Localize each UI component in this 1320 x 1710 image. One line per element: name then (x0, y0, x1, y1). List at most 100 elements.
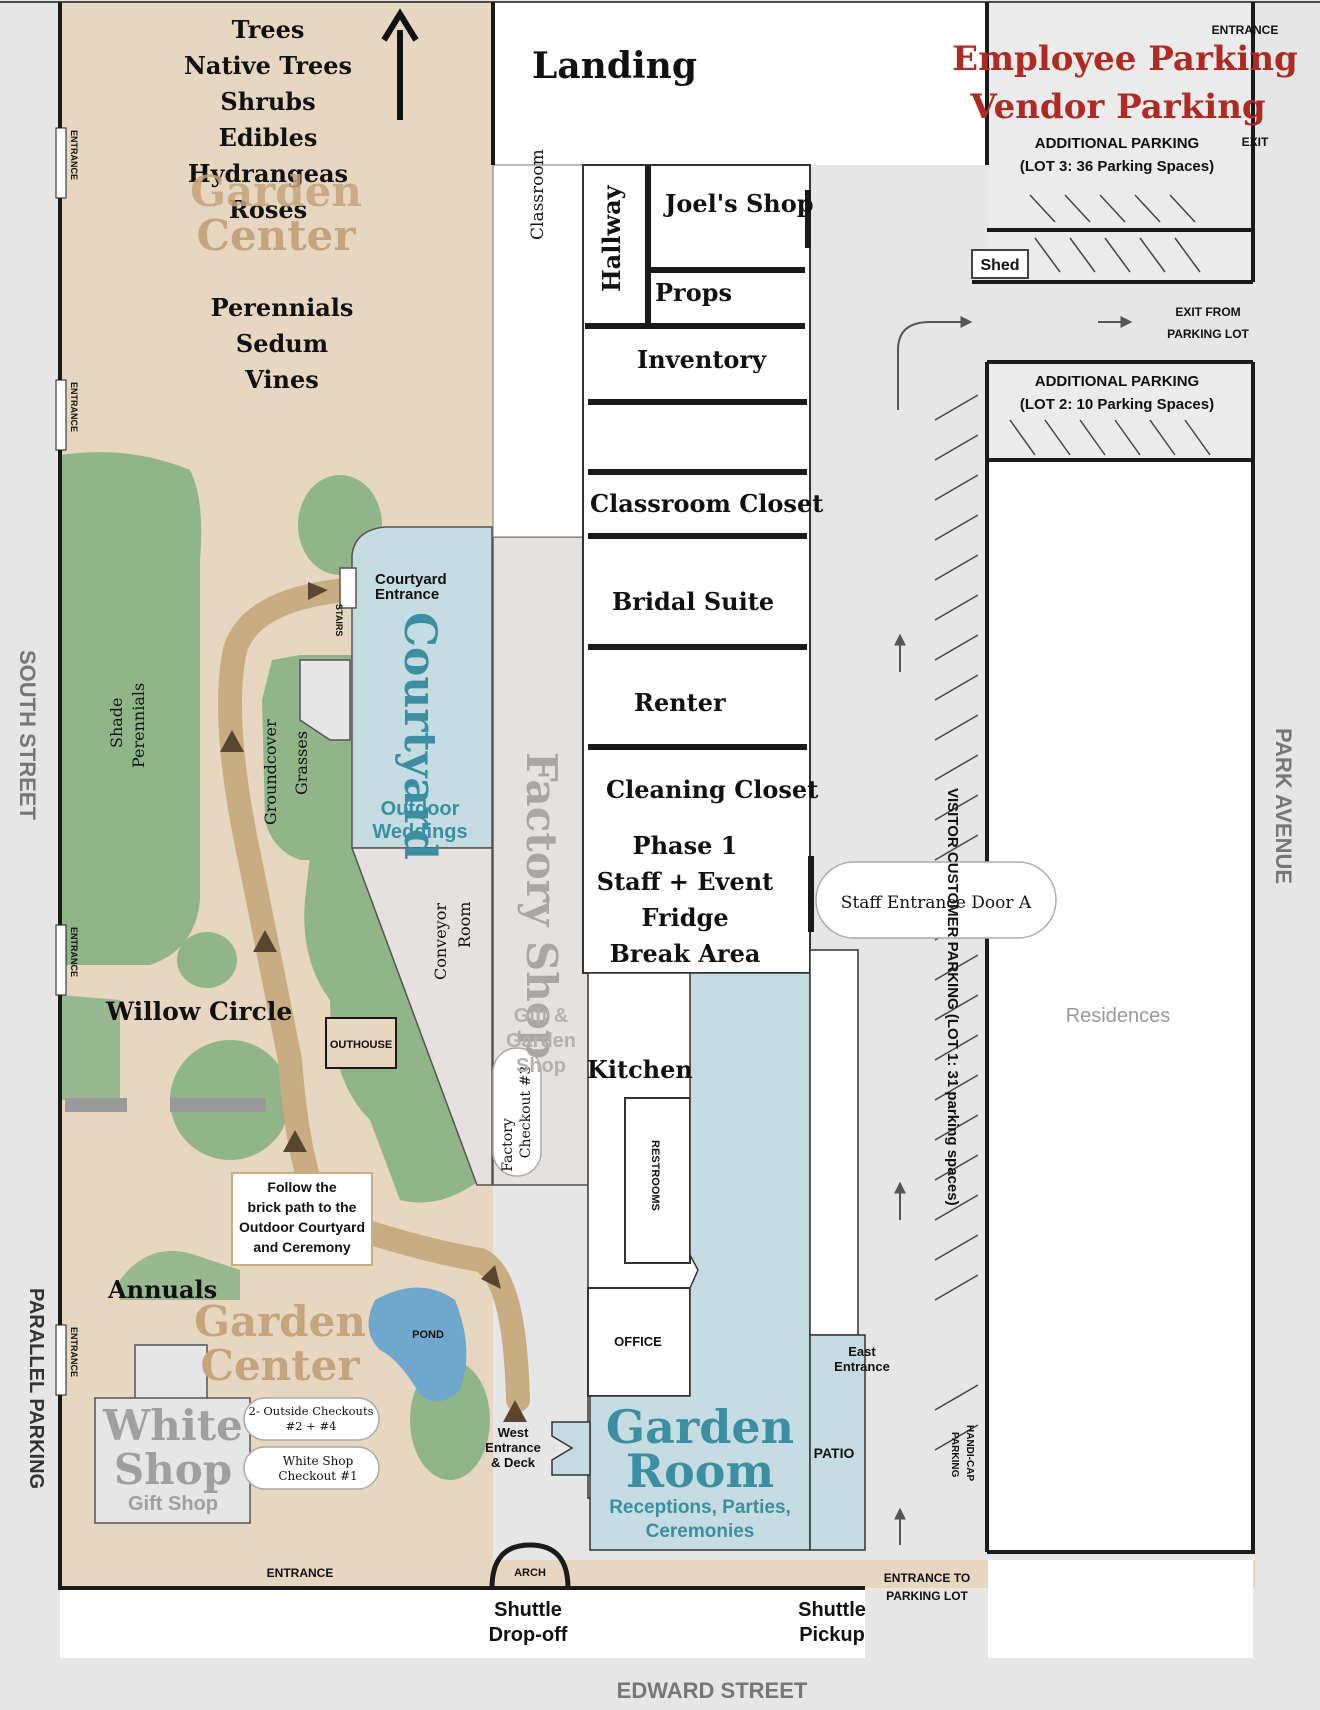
garden-list-item: Roses (229, 195, 307, 224)
brick-note-line: brick path to the (248, 1199, 357, 1215)
conveyor-room (350, 847, 493, 1186)
kitchen-label: Kitchen (587, 1055, 693, 1084)
classroom (492, 164, 584, 538)
white-shop-title-1: White (102, 1401, 243, 1450)
entrance-markers (55, 127, 342, 1576)
conveyor-room-label-2: Room (455, 902, 474, 948)
classroom-closet-label: Classroom Closet (590, 489, 823, 518)
outside-checkouts-bubble[interactable] (243, 1397, 380, 1441)
pond (368, 1287, 467, 1402)
phase-line: Break Area (610, 939, 761, 968)
garden-center-north-2: Center (197, 211, 357, 260)
staff-entrance-label[interactable]: Staff Entrance Door A (841, 893, 1032, 913)
gray-bar-right (170, 1098, 266, 1112)
conveyor-room-label-1: Conveyor (431, 903, 450, 980)
outside-checkouts-label-1[interactable]: 2- Outside Checkouts (249, 1404, 374, 1418)
white-shop-sub: Gift Shop (128, 1493, 218, 1515)
traffic-arrows (894, 316, 1133, 1545)
stairs-label: STAIRS (334, 604, 344, 636)
courtyard-title: Courtyard (394, 612, 445, 860)
entrance-lot-label-1: ENTRANCE TO (884, 1571, 970, 1585)
garden-room-sub-1: Receptions, Parties, (609, 1497, 791, 1518)
courtyard-sub-1: Outdoor (381, 798, 460, 820)
courtyard-entrance-label-1: Courtyard (375, 571, 447, 588)
lot3-label-1: ADDITIONAL PARKING (1035, 135, 1199, 152)
bottom-right-white (988, 1560, 1253, 1658)
phase-line: Fridge (641, 903, 728, 932)
outside-checkouts-label-2[interactable]: #2 + #4 (286, 1419, 337, 1433)
garden-list-item: Edibles (219, 123, 318, 152)
arch-label: ARCH (514, 1567, 546, 1579)
restrooms (624, 1097, 691, 1264)
park-avenue-label: PARK AVENUE (1271, 728, 1296, 884)
factory-checkout-bubble[interactable] (492, 1047, 542, 1177)
west-entrance-label-2: Entrance (485, 1440, 541, 1455)
path-direction-arrows (220, 582, 527, 1422)
factory-checkout-label-1[interactable]: Factory (500, 1118, 516, 1172)
brick-note-line: Outdoor Courtyard (239, 1219, 365, 1235)
white-shop (94, 1397, 251, 1524)
willow-circle-label: Willow Circle (105, 997, 292, 1026)
inventory-label: Inventory (637, 345, 767, 374)
brick-path (218, 578, 530, 1412)
east-strip (809, 949, 859, 1336)
white-nook (299, 659, 351, 741)
west-entrance-label-1: West (498, 1425, 529, 1440)
patio (809, 1334, 866, 1551)
entrance-marker-1: ENTRANCE (69, 130, 79, 180)
landing-label: Landing (532, 45, 697, 87)
factory-shop-title: Factory Shop (517, 752, 566, 1059)
bridal-suite-label: Bridal Suite (612, 587, 774, 616)
courtyard-stairs (339, 567, 357, 609)
entrance-marker-4: ENTRANCE (69, 1327, 79, 1377)
shed-label: Shed (980, 257, 1019, 274)
edward-street-label: EDWARD STREET (617, 1678, 808, 1703)
lot3-label-2: (LOT 3: 36 Parking Spaces) (1020, 158, 1214, 175)
handicap-label-2: PARKING (949, 1432, 960, 1478)
garden-list-item: Sedum (236, 329, 328, 358)
annuals-label: Annuals (107, 1275, 217, 1304)
white-shop-annex (134, 1344, 208, 1401)
west-deck (551, 1421, 591, 1476)
shade-perennials-label-1: Shade (107, 697, 126, 748)
outhouse (325, 1017, 397, 1069)
lot2-label-2: (LOT 2: 10 Parking Spaces) (1020, 396, 1214, 413)
garden-center-south-2: Center (201, 1341, 361, 1390)
renter-label: Renter (634, 688, 726, 717)
garden-list-item: Vines (244, 365, 319, 394)
brick-note-line: Follow the (267, 1179, 336, 1195)
lot2-area (988, 362, 1253, 460)
garden-list-item: Hydrangeas (188, 159, 348, 188)
white-shop-checkout-label-2[interactable]: Checkout #1 (278, 1469, 357, 1483)
east-entrance-label-2: Entrance (834, 1359, 890, 1374)
residences-area (988, 460, 1253, 1550)
staff-entrance-bubble[interactable] (815, 861, 1057, 939)
room-walls (585, 165, 814, 932)
bottom-entrance-label: ENTRANCE (267, 1566, 334, 1580)
garden-list-item: Native Trees (184, 51, 352, 80)
outhouse-label: OUTHOUSE (330, 1039, 392, 1051)
garden-list-item: Shrubs (220, 87, 315, 116)
courtyard-sub-2: Weddings (372, 821, 467, 843)
white-shop-checkout-bubble[interactable] (243, 1446, 380, 1490)
west-entrance-label-3: & Deck (491, 1455, 536, 1470)
residences-label: Residences (1066, 1005, 1171, 1027)
entrance-marker-2: ENTRANCE (69, 382, 79, 432)
white-shop-checkout-label-1[interactable]: White Shop (283, 1454, 354, 1468)
white-shop-title-2: Shop (114, 1445, 232, 1494)
brick-note-line: and Ceremony (253, 1239, 350, 1255)
factory-checkout-label-2[interactable]: Checkout #3 (518, 1066, 534, 1159)
exit-lot-label-2: PARKING LOT (1167, 327, 1249, 341)
parking-hatches (934, 194, 1211, 1451)
employee-parking-label: Employee Parking (952, 39, 1298, 79)
garden-center-north-1: Garden (190, 167, 362, 216)
garden-list-item: Perennials (211, 293, 354, 322)
entrance-lot-label-2: PARKING LOT (886, 1589, 968, 1603)
shuttle-pickup-label-2: Pickup (799, 1624, 865, 1646)
shade-perennials-label-2: Perennials (129, 683, 148, 768)
handicap-label-1: HANDI-CAP (964, 1425, 975, 1481)
